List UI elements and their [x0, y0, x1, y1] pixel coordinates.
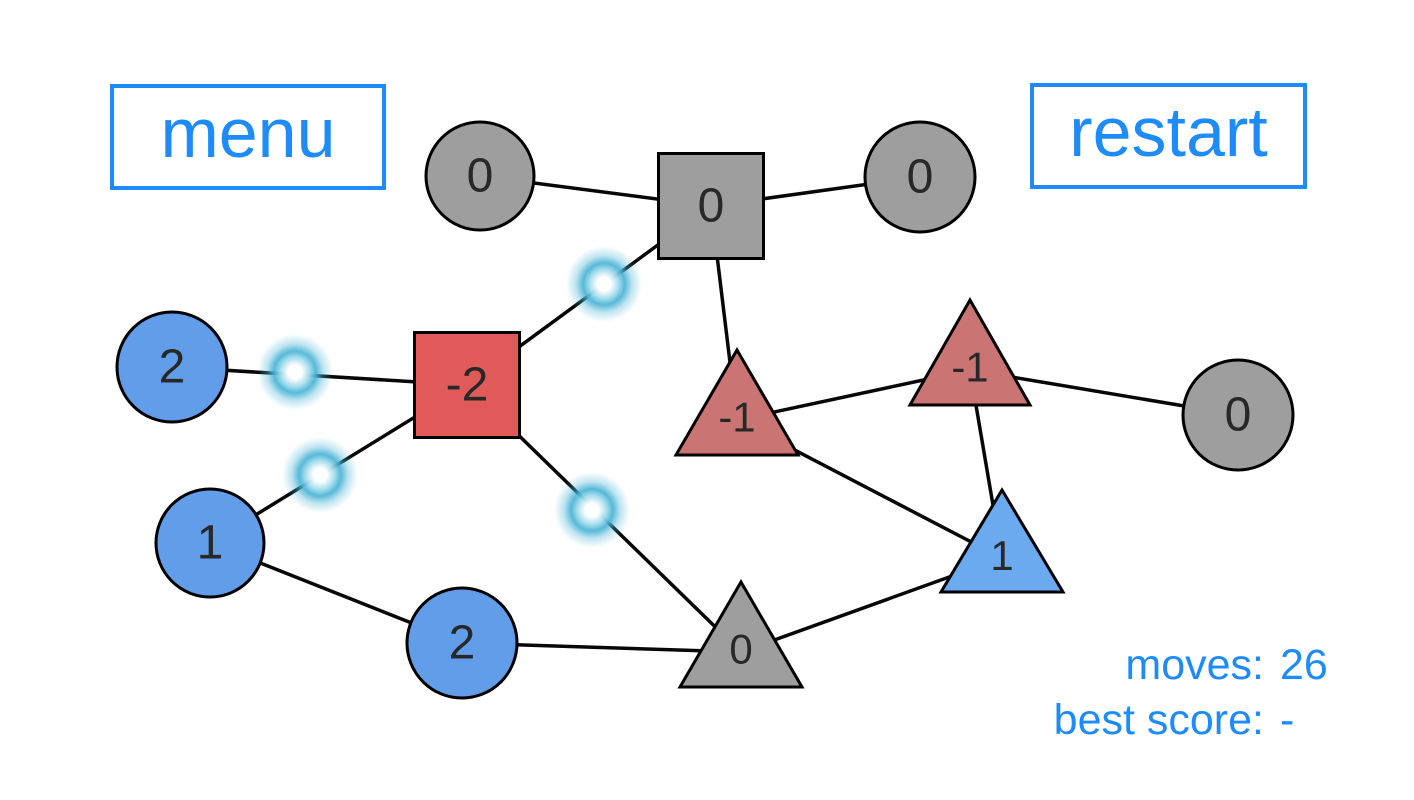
node-gray-square-top[interactable]: 0	[657, 152, 765, 260]
node-gray-circle-right[interactable]: 0	[1181, 358, 1295, 472]
edge-glow-indicator[interactable]	[282, 437, 358, 513]
node-red-triangle-left[interactable]: -1	[673, 347, 801, 457]
node-blue-circle-two-left[interactable]: 2	[115, 310, 229, 424]
edge-glow-indicator[interactable]	[566, 246, 642, 322]
glow-layer	[257, 246, 642, 548]
node-red-square-minus2[interactable]: -2	[413, 331, 521, 439]
best-score-label: best score:	[1053, 696, 1264, 744]
node-gray-circle-topleft[interactable]: 0	[424, 120, 536, 232]
best-score-value: -	[1280, 696, 1295, 744]
node-gray-circle-topright[interactable]: 0	[863, 120, 977, 234]
node-blue-circle-two-bottom[interactable]: 2	[405, 586, 519, 700]
moves-value: 26	[1280, 641, 1328, 689]
node-blue-circle-one[interactable]: 1	[154, 487, 266, 599]
node-gray-triangle-zero[interactable]: 0	[677, 579, 805, 689]
moves-label: moves:	[1125, 641, 1264, 689]
menu-button[interactable]: menu	[110, 84, 386, 190]
restart-button[interactable]: restart	[1030, 83, 1307, 189]
node-red-triangle-right[interactable]: -1	[907, 296, 1033, 407]
score-panel: moves: 26 best score: -	[1054, 638, 1332, 748]
edge-glow-indicator[interactable]	[257, 334, 333, 410]
node-blue-triangle-one[interactable]: 1	[938, 487, 1066, 594]
edge-glow-indicator[interactable]	[554, 472, 630, 548]
